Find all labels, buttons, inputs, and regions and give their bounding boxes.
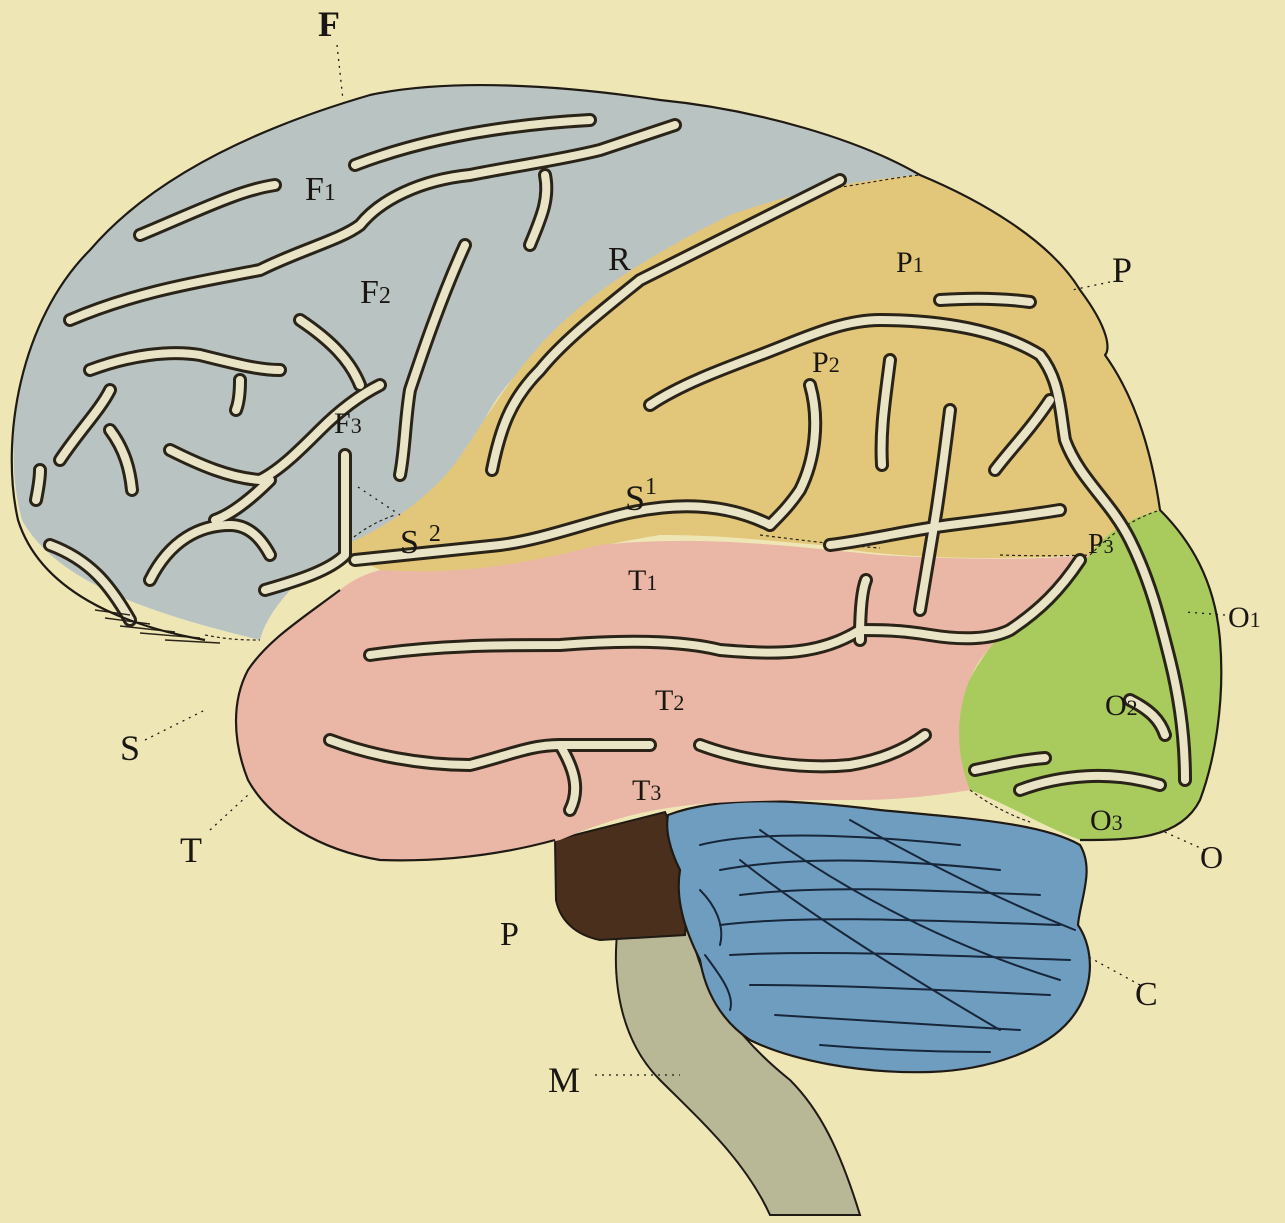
label-occipital-lobe: O (1200, 839, 1223, 875)
label-frontal-lobe: F (318, 4, 340, 44)
label-sylvian-fissure: S (120, 728, 140, 768)
label-parietal-lobe: P (1112, 250, 1132, 290)
label-temporal-lobe: T (180, 830, 202, 870)
label-medulla: M (548, 1060, 580, 1100)
label-cerebellum: C (1135, 976, 1158, 1013)
label-rolandic-fissure: R (608, 241, 631, 278)
label-pons: P (500, 916, 519, 953)
label-O1: O1 (1228, 601, 1261, 634)
